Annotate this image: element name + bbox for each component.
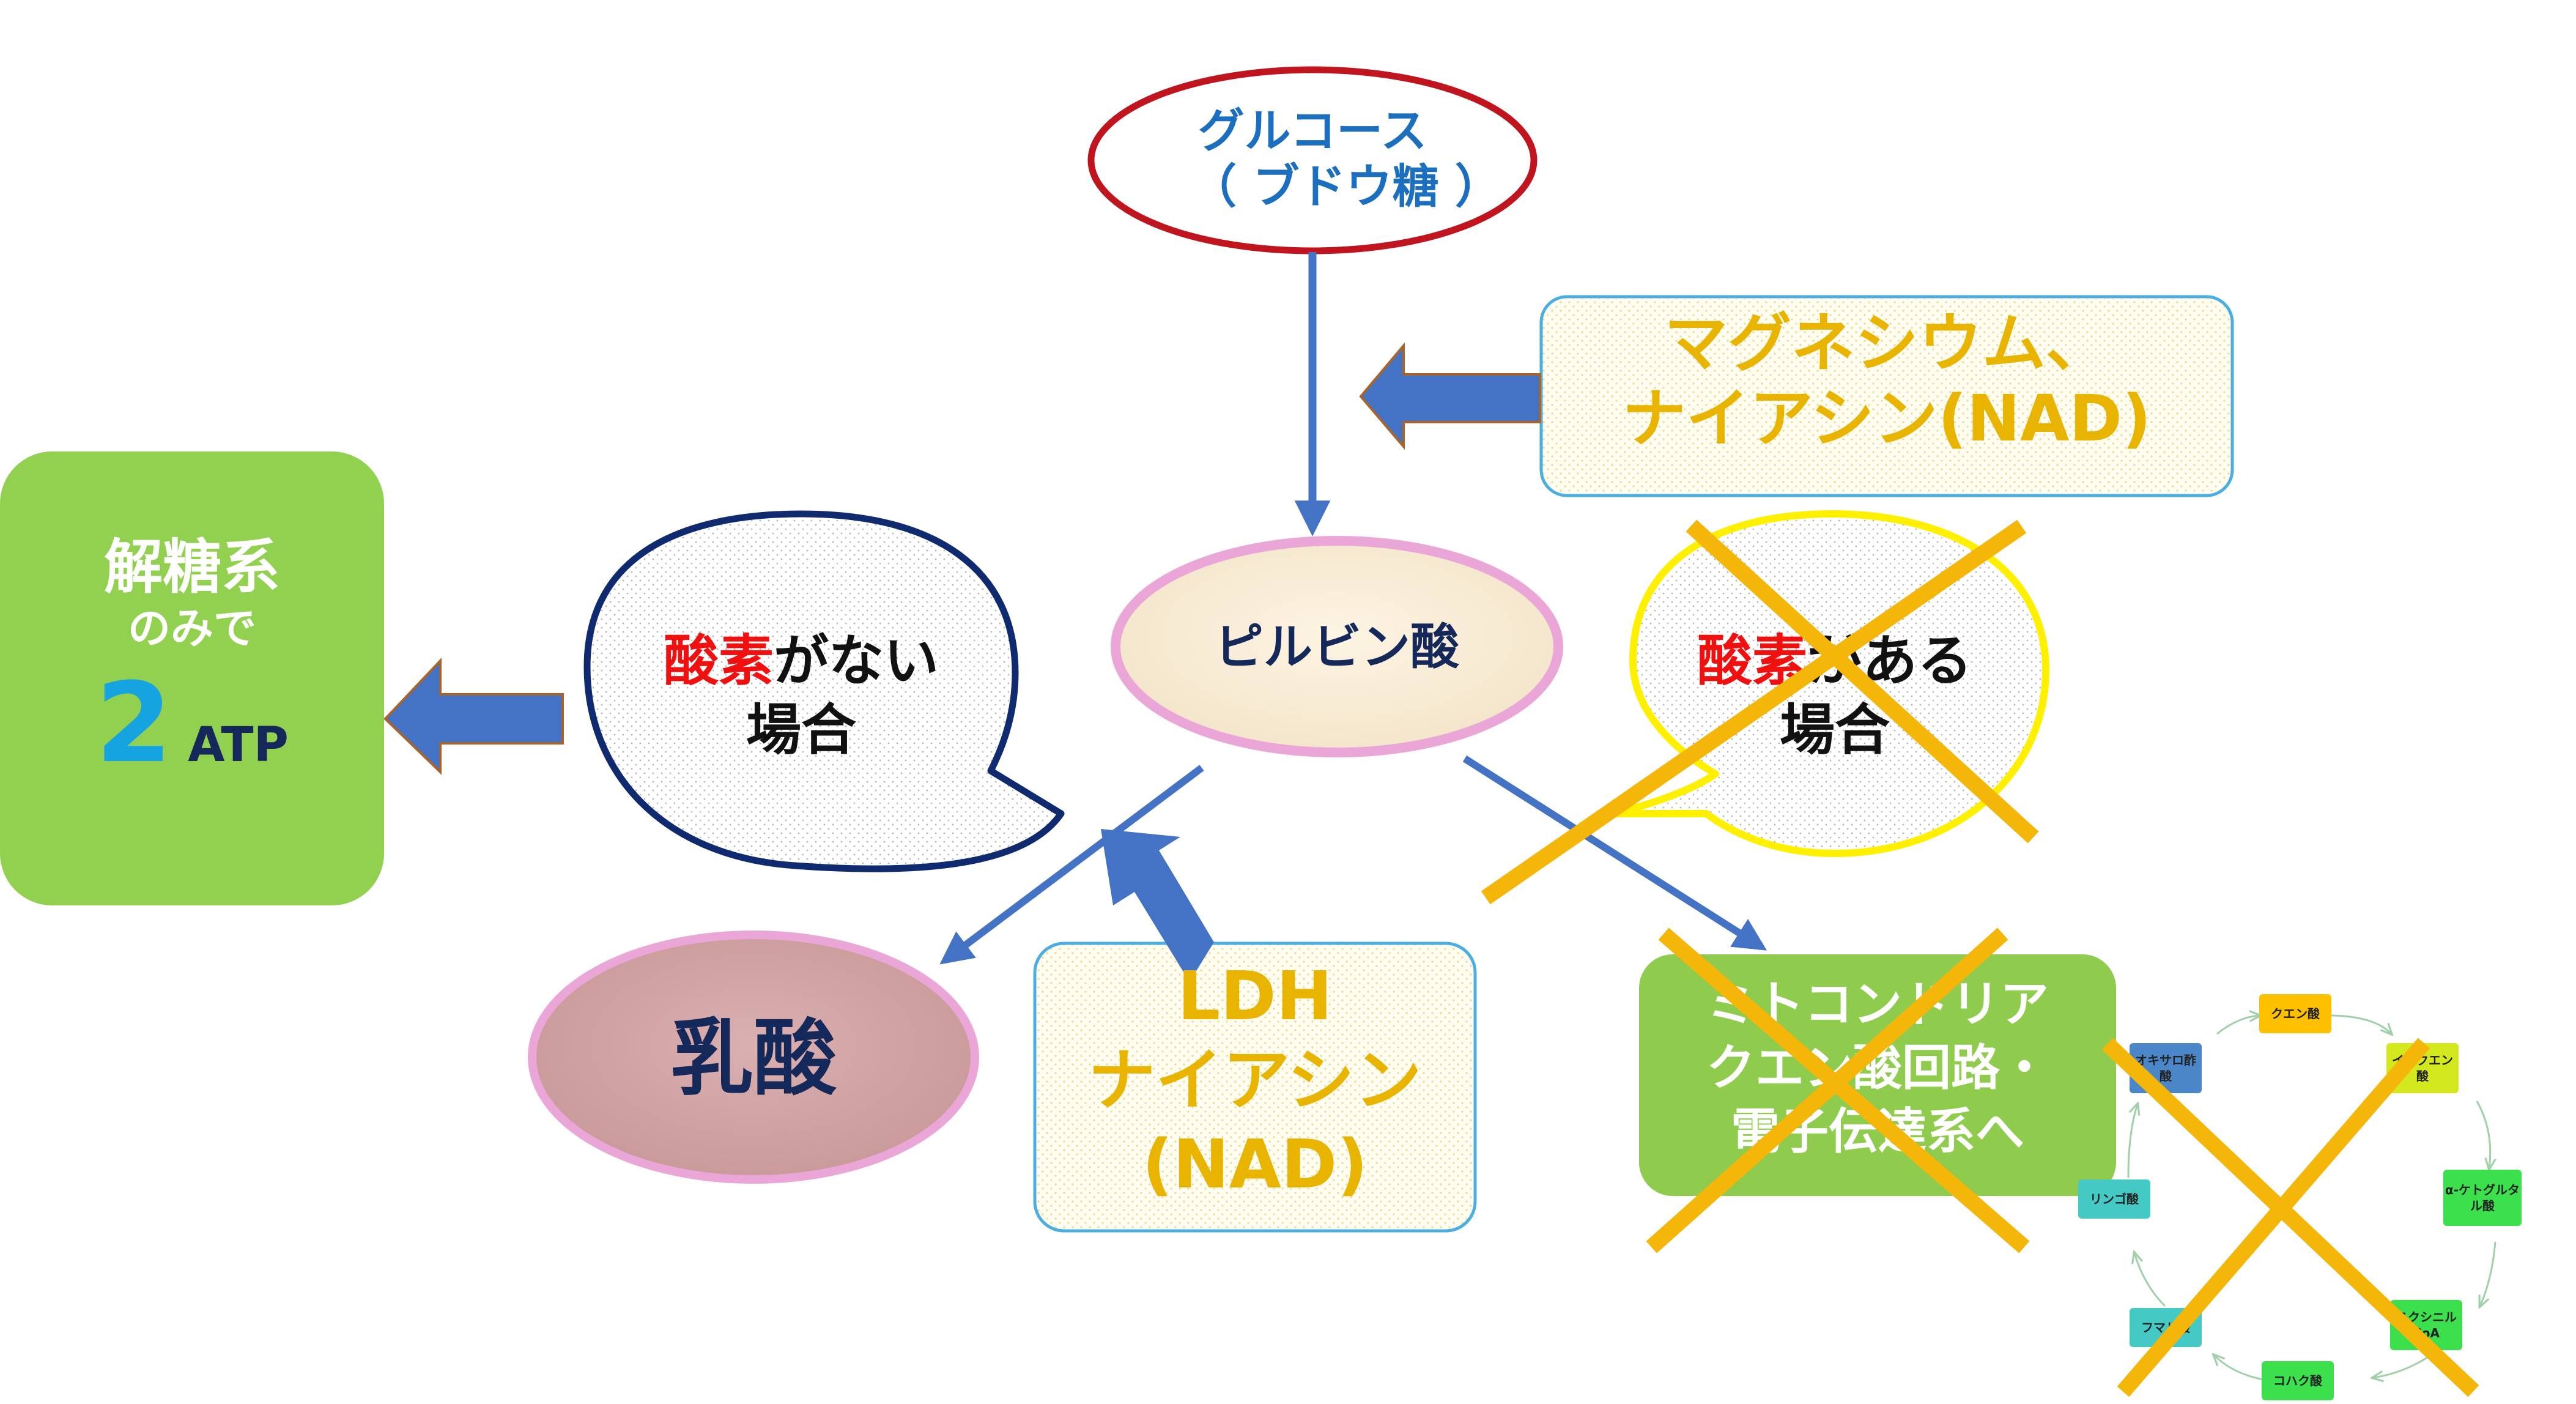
block-arrow-to-glycolysis — [383, 657, 564, 775]
block-arrow-ldh — [1101, 829, 1214, 982]
glycolysis-atp: 2 ATP — [0, 658, 384, 790]
cycle-node-oxaloacetate: オキサロ酢酸 — [2130, 1043, 2202, 1093]
no-oxygen-line2: 場合 — [746, 697, 856, 762]
glycolysis-line1: 解糖系 — [104, 533, 280, 601]
cycle-node-isocitrate: イソクエン酸 — [2386, 1043, 2459, 1093]
no-oxygen-bubble — [583, 510, 1065, 872]
with-oxygen-rest: がある — [1807, 629, 1972, 693]
cycle-node-fumarate: フマル酸 — [2130, 1308, 2202, 1347]
arrow-pyruvate-to-lactate — [939, 765, 1204, 965]
with-oxygen-line1: 酸素がある — [1664, 627, 2006, 696]
cofactor-top-line1: マグネシウム、 — [1664, 306, 2109, 381]
ldh-box — [1033, 942, 1477, 1233]
glycolysis-atp-unit: ATP — [188, 718, 289, 773]
cofactor-top-label: マグネシウム、 ナイアシン(NAD) — [1547, 306, 2226, 456]
cycle-node-alpha-ketoglutarate: α-ケトグルタル酸 — [2443, 1170, 2522, 1226]
ldh-line2: ナイアシン — [1088, 1041, 1422, 1120]
mitochondria-line1: ミトコンドリア — [1706, 976, 2049, 1033]
no-oxygen-line1: 酸素がない — [630, 627, 972, 696]
cycle-node-citrate: クエン酸 — [2259, 994, 2331, 1033]
glycolysis-label: 解糖系 のみで 2 ATP — [0, 532, 384, 790]
lactate-label: 乳酸 — [670, 1011, 837, 1107]
cycle-node-malate: リンゴ酸 — [2078, 1179, 2150, 1219]
no-oxygen-emphasis: 酸素 — [664, 629, 774, 693]
pyruvate-label: ピルビン酸 — [1215, 618, 1459, 675]
block-arrow-cofactor — [1359, 342, 1541, 450]
cycle-node-succinate: コハク酸 — [2262, 1361, 2334, 1400]
lactate-ellipse — [528, 930, 979, 1184]
with-oxygen-emphasis: 酸素 — [1697, 629, 1807, 693]
glucose-line1: グルコース — [1197, 103, 1427, 158]
mitochondria-line3: 電子伝達系へ — [1731, 1103, 2024, 1160]
with-oxygen-label: 酸素がある 場合 — [1664, 627, 2006, 765]
mitochondria-line2: クエン酸回路・ — [1706, 1039, 2049, 1096]
ldh-line3: (NAD) — [1142, 1125, 1368, 1203]
no-oxygen-label: 酸素がない 場合 — [630, 627, 972, 765]
cycle-node-succinyl-coa: スクシニルCoA — [2390, 1300, 2462, 1350]
glycolysis-line2: のみで — [128, 603, 256, 654]
ldh-line1: LDH — [1177, 957, 1333, 1035]
glucose-ellipse — [1087, 66, 1538, 254]
with-oxygen-line2: 場合 — [1780, 697, 1890, 762]
glucose-line2: （ ブドウ糖 ） — [1190, 159, 1501, 214]
cofactor-top-line2: ナイアシン(NAD) — [1622, 381, 2152, 456]
glycolysis-atp-number: 2 — [95, 659, 172, 788]
glucose-label: グルコース （ ブドウ糖 ） — [1190, 103, 1501, 214]
ldh-label: LDH ナイアシン (NAD) — [1035, 954, 1475, 1207]
mitochondria-label: ミトコンドリア クエン酸回路・ 電子伝達系へ — [1639, 973, 2116, 1164]
no-oxygen-rest: がない — [774, 629, 939, 693]
glycolysis-box — [0, 451, 384, 905]
